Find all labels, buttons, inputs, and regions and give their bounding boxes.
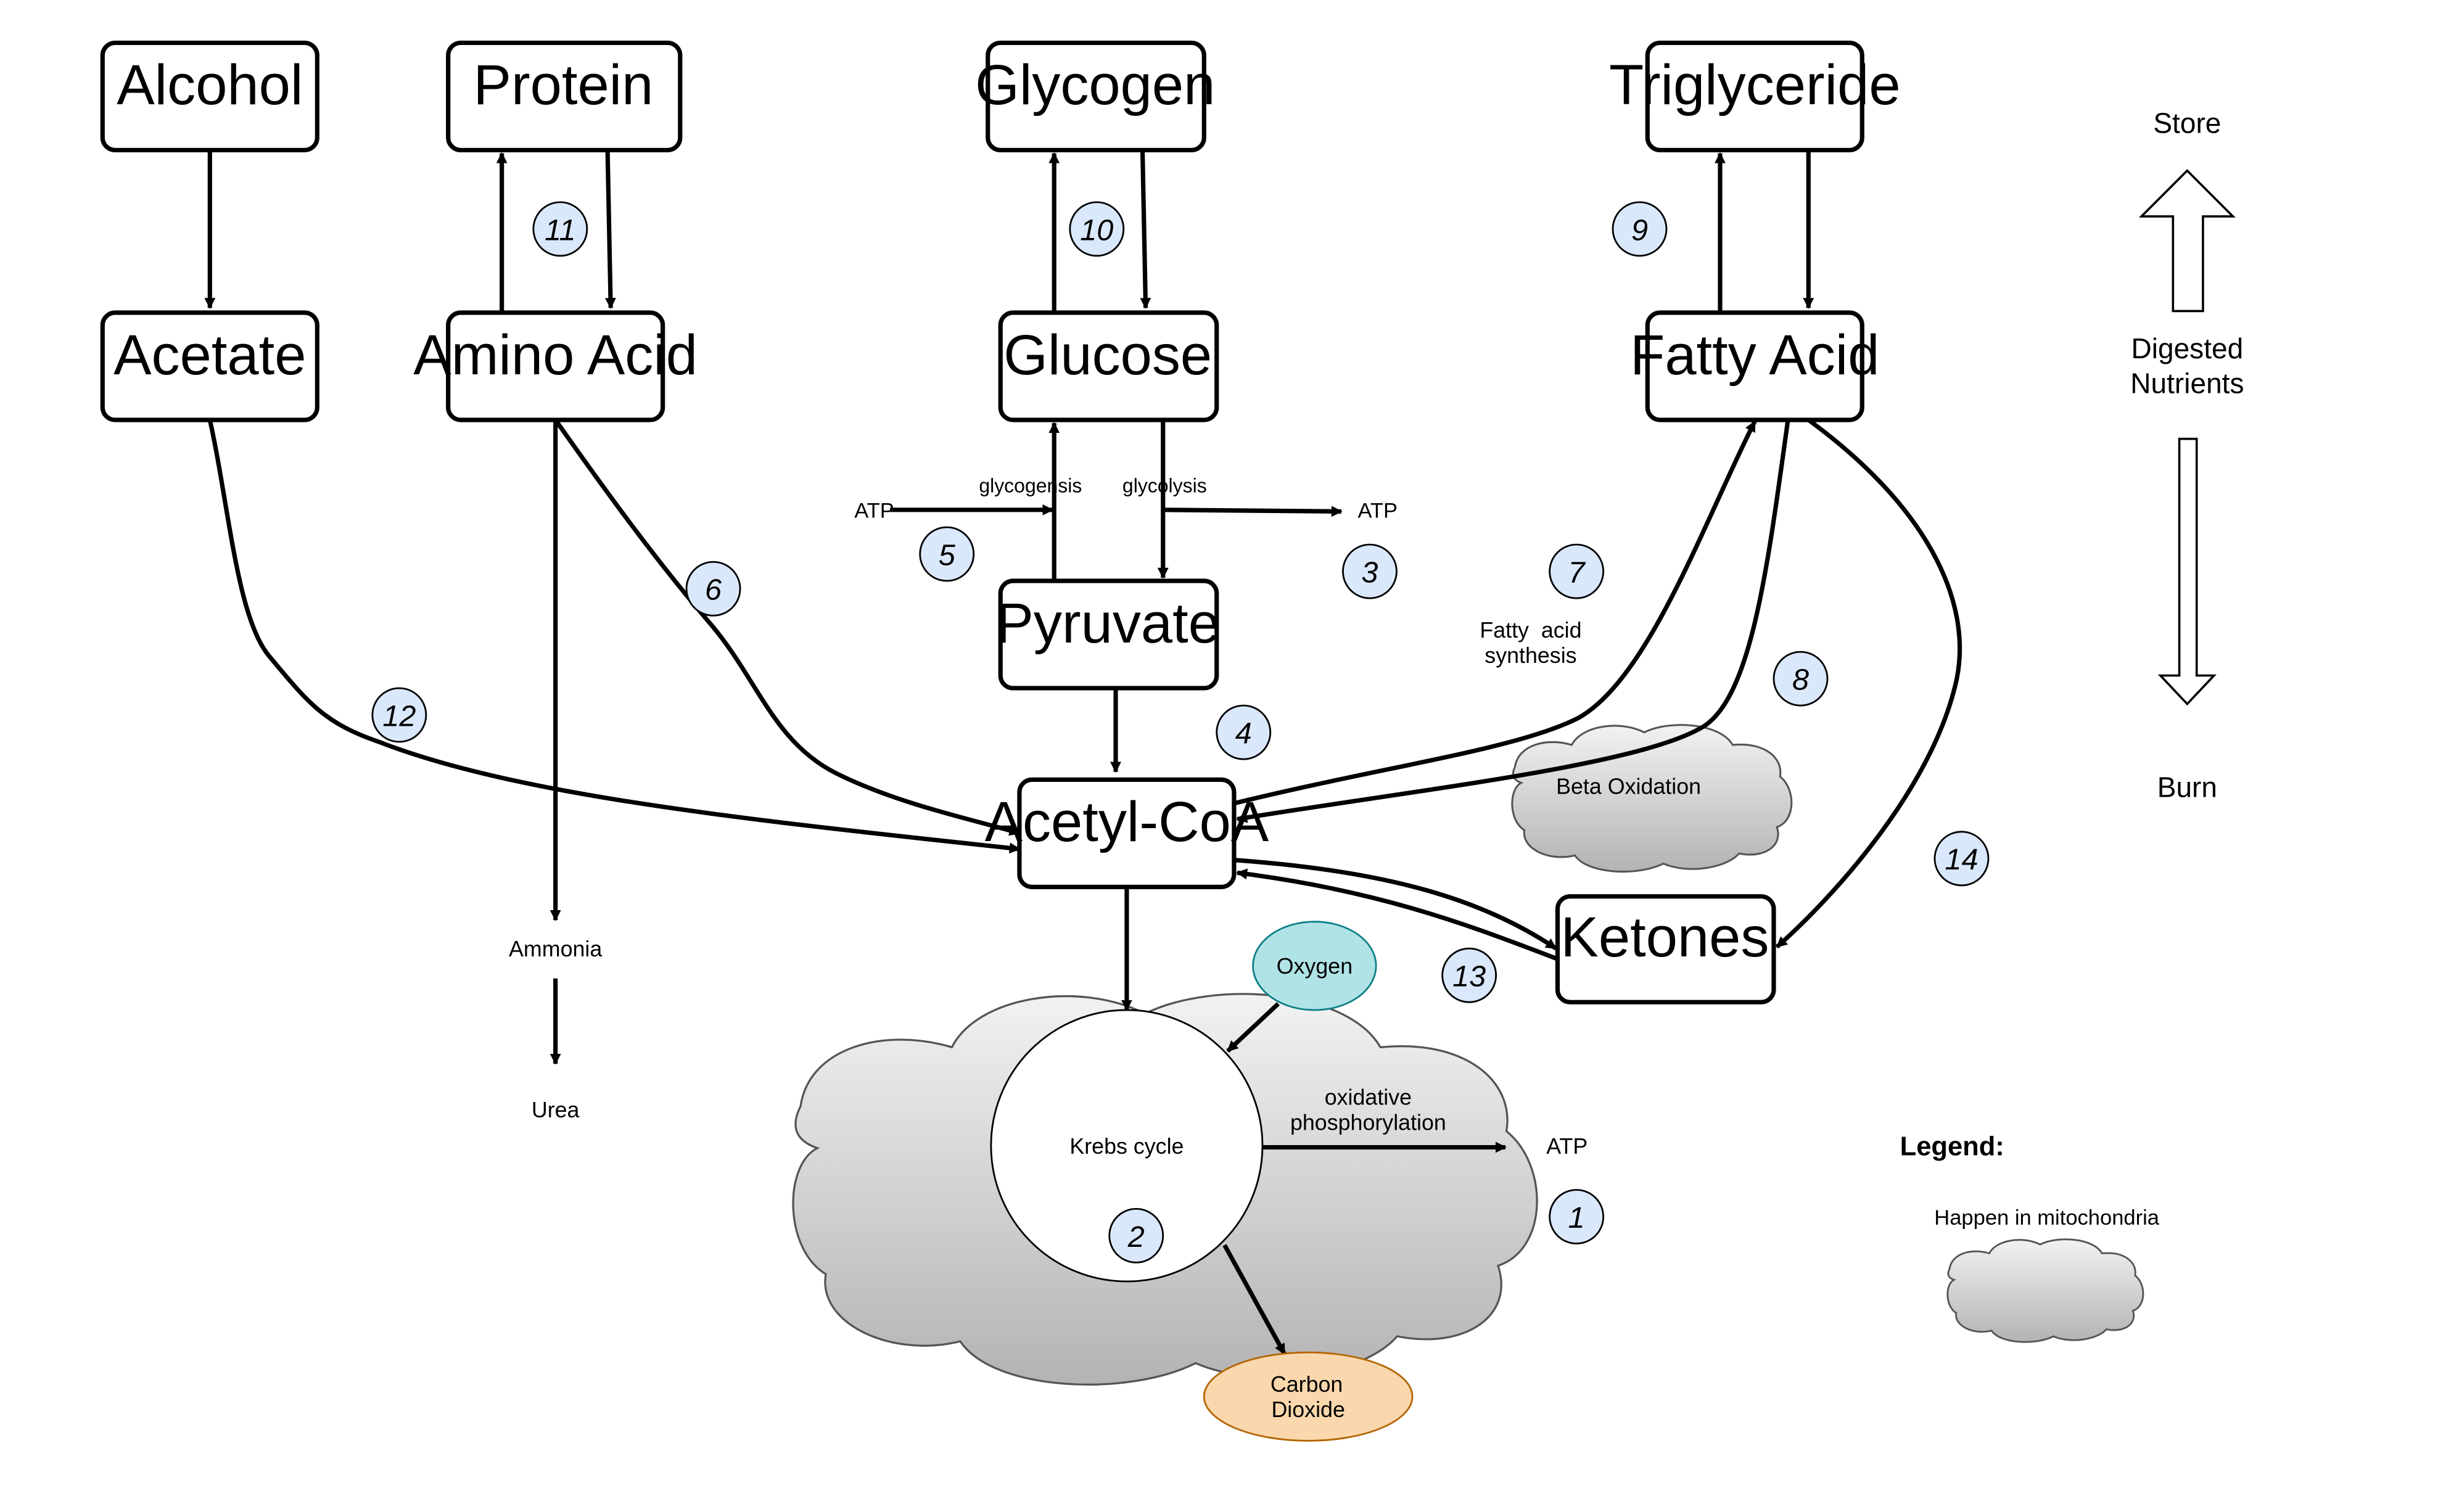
svg-text:11: 11 [545,213,575,247]
svg-text:9: 9 [1631,213,1648,247]
node-acetate-label: Acetate [113,323,306,387]
node-glucose: Glucose [998,310,1219,422]
edge-fattyacid-acetylcoa [1236,419,1790,823]
edge-acetylcoa-fattyacid [1233,420,1757,806]
badge-14: 14 [1933,831,1990,887]
svg-text:10: 10 [1080,213,1113,247]
edges [204,150,2236,1355]
svg-text:1: 1 [1568,1201,1585,1235]
badge-2: 2 [1108,1207,1164,1263]
edge-acetylcoa-ketones [1235,858,1557,951]
side-label-digested: Digested [2131,332,2243,364]
node-glycogen-label: Glycogen [975,53,1215,117]
badge-8: 8 [1773,651,1829,707]
edge-glycolysis-atp [1164,506,1343,517]
badge-7: 7 [1549,543,1605,599]
node-krebs-cycle: Krebs cycle [990,1009,1264,1283]
side-label-nutrients: Nutrients [2130,367,2244,399]
badge-9: 9 [1612,201,1668,257]
badge-11: 11 [532,201,588,257]
badge-10: 10 [1069,201,1125,257]
node-krebs-cycle-label: Krebs cycle [1069,1134,1184,1159]
label-atp-krebs: ATP [1546,1134,1587,1159]
node-glycogen: Glycogen [975,40,1215,153]
edge-glycogen-glucose [1140,150,1151,310]
node-acetyl-coa: Acetyl-CoA [985,777,1269,889]
node-carbon-dioxide-label-1: Carbon [1270,1372,1343,1397]
label-oxidative-2: phosphorylation [1290,1110,1446,1135]
label-fatty-acid-synthesis-1: Fatty acid [1480,618,1581,643]
svg-text:14: 14 [1945,843,1978,876]
badge-12: 12 [371,687,427,743]
svg-text:3: 3 [1361,556,1378,590]
burn-arrow-icon [2157,437,2217,706]
node-amino-acid-label: Amino Acid [413,323,698,387]
node-pyruvate: Pyruvate [995,578,1220,691]
node-amino-acid: Amino Acid [413,310,698,422]
label-glycolysis: glycolysis [1122,475,1207,497]
svg-text:7: 7 [1568,556,1586,590]
badge-5: 5 [919,526,975,582]
legend-cloud-icon [1946,1238,2144,1343]
node-oxygen-label: Oxygen [1277,954,1353,979]
node-alcohol-label: Alcohol [117,53,303,117]
svg-text:2: 2 [1127,1220,1145,1254]
edge-fattyacid-ketones [1775,418,1962,949]
svg-text:6: 6 [705,573,722,607]
legend-mitochondria-label: Happen in mitochondria [1934,1206,2160,1230]
legend-title: Legend: [1900,1132,2004,1161]
node-acetate: Acetate [100,310,319,422]
badge-6: 6 [685,561,741,617]
label-atp-right: ATP [1357,499,1398,523]
node-alcohol: Alcohol [100,40,319,153]
node-carbon-dioxide-label-2: Dioxide [1271,1397,1344,1422]
side-label-burn: Burn [2157,771,2217,803]
node-oxygen: Oxygen [1252,921,1377,1011]
svg-text:4: 4 [1235,717,1252,750]
label-ammonia: Ammonia [509,937,602,961]
label-fatty-acid-synthesis-2: synthesis [1484,643,1576,668]
badge-3: 3 [1342,543,1398,599]
store-arrow-icon [2138,169,2236,313]
label-beta-oxidation: Beta Oxidation [1556,774,1701,799]
svg-text:13: 13 [1452,960,1486,993]
label-urea: Urea [532,1098,580,1122]
node-triglyceride: Triglyceride [1609,40,1901,153]
edge-protein-amino [604,150,616,310]
node-ketones-label: Ketones [1560,905,1769,969]
side-label-store: Store [2153,107,2221,139]
node-ketones: Ketones [1555,894,1776,1005]
badge-13: 13 [1441,947,1497,1003]
edge-amino-acetylcoa [553,418,1021,836]
node-pyruvate-label: Pyruvate [995,591,1220,655]
edge-acetate-acetylcoa [207,419,1021,854]
badge-4: 4 [1216,704,1272,760]
edge-oxygen-krebs [1226,1002,1280,1053]
node-protein-label: Protein [474,53,654,117]
edge-ketones-acetylcoa [1236,868,1560,962]
node-fatty-acid: Fatty Acid [1630,310,1879,422]
label-oxidative-1: oxidative [1325,1085,1412,1109]
svg-text:8: 8 [1792,664,1809,697]
node-fatty-acid-label: Fatty Acid [1630,323,1879,387]
node-protein: Protein [446,40,683,153]
svg-text:12: 12 [382,699,416,733]
label-glycogensis: glycogensis [979,475,1082,497]
node-triglyceride-label: Triglyceride [1609,53,1901,117]
node-acetyl-coa-label: Acetyl-CoA [985,790,1269,853]
step-badges: 1 2 3 4 5 6 7 8 9 10 11 12 13 14 [371,201,1990,1263]
badge-1: 1 [1549,1189,1605,1245]
edge-krebs-co2 [1222,1244,1287,1355]
svg-text:5: 5 [939,538,956,572]
node-glucose-label: Glucose [1003,323,1212,387]
node-carbon-dioxide: Carbon Dioxide [1203,1351,1414,1442]
label-atp-left: ATP [854,499,894,523]
